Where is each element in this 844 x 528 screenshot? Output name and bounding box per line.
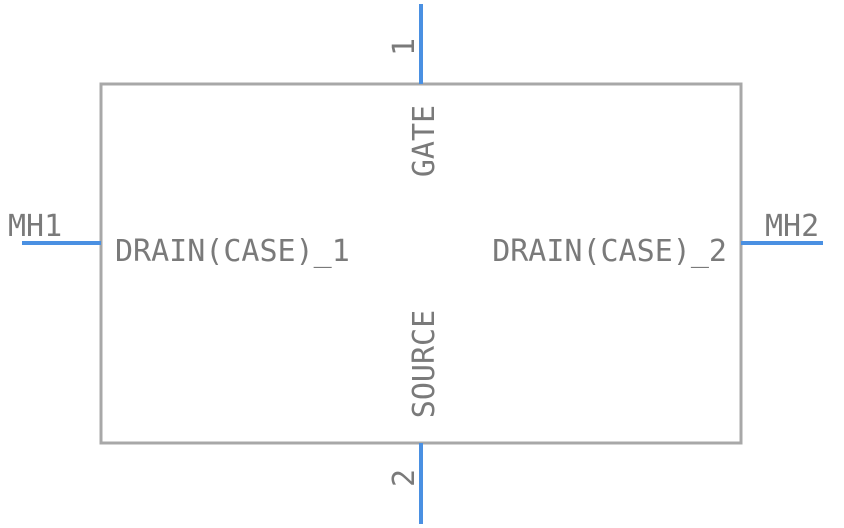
pin-mh1-inner-label: DRAIN(CASE)_1 [115, 234, 350, 269]
pin-gate-name: GATE [407, 105, 442, 177]
pin-mh2-name: MH2 [765, 209, 819, 244]
pin-mh1-name: MH1 [8, 209, 62, 244]
pin-source-name: SOURCE [407, 310, 442, 418]
pin-1-number: 1 [387, 38, 422, 56]
pin-mh2-inner-label: DRAIN(CASE)_2 [492, 234, 727, 269]
pin-2-number: 2 [387, 469, 422, 487]
